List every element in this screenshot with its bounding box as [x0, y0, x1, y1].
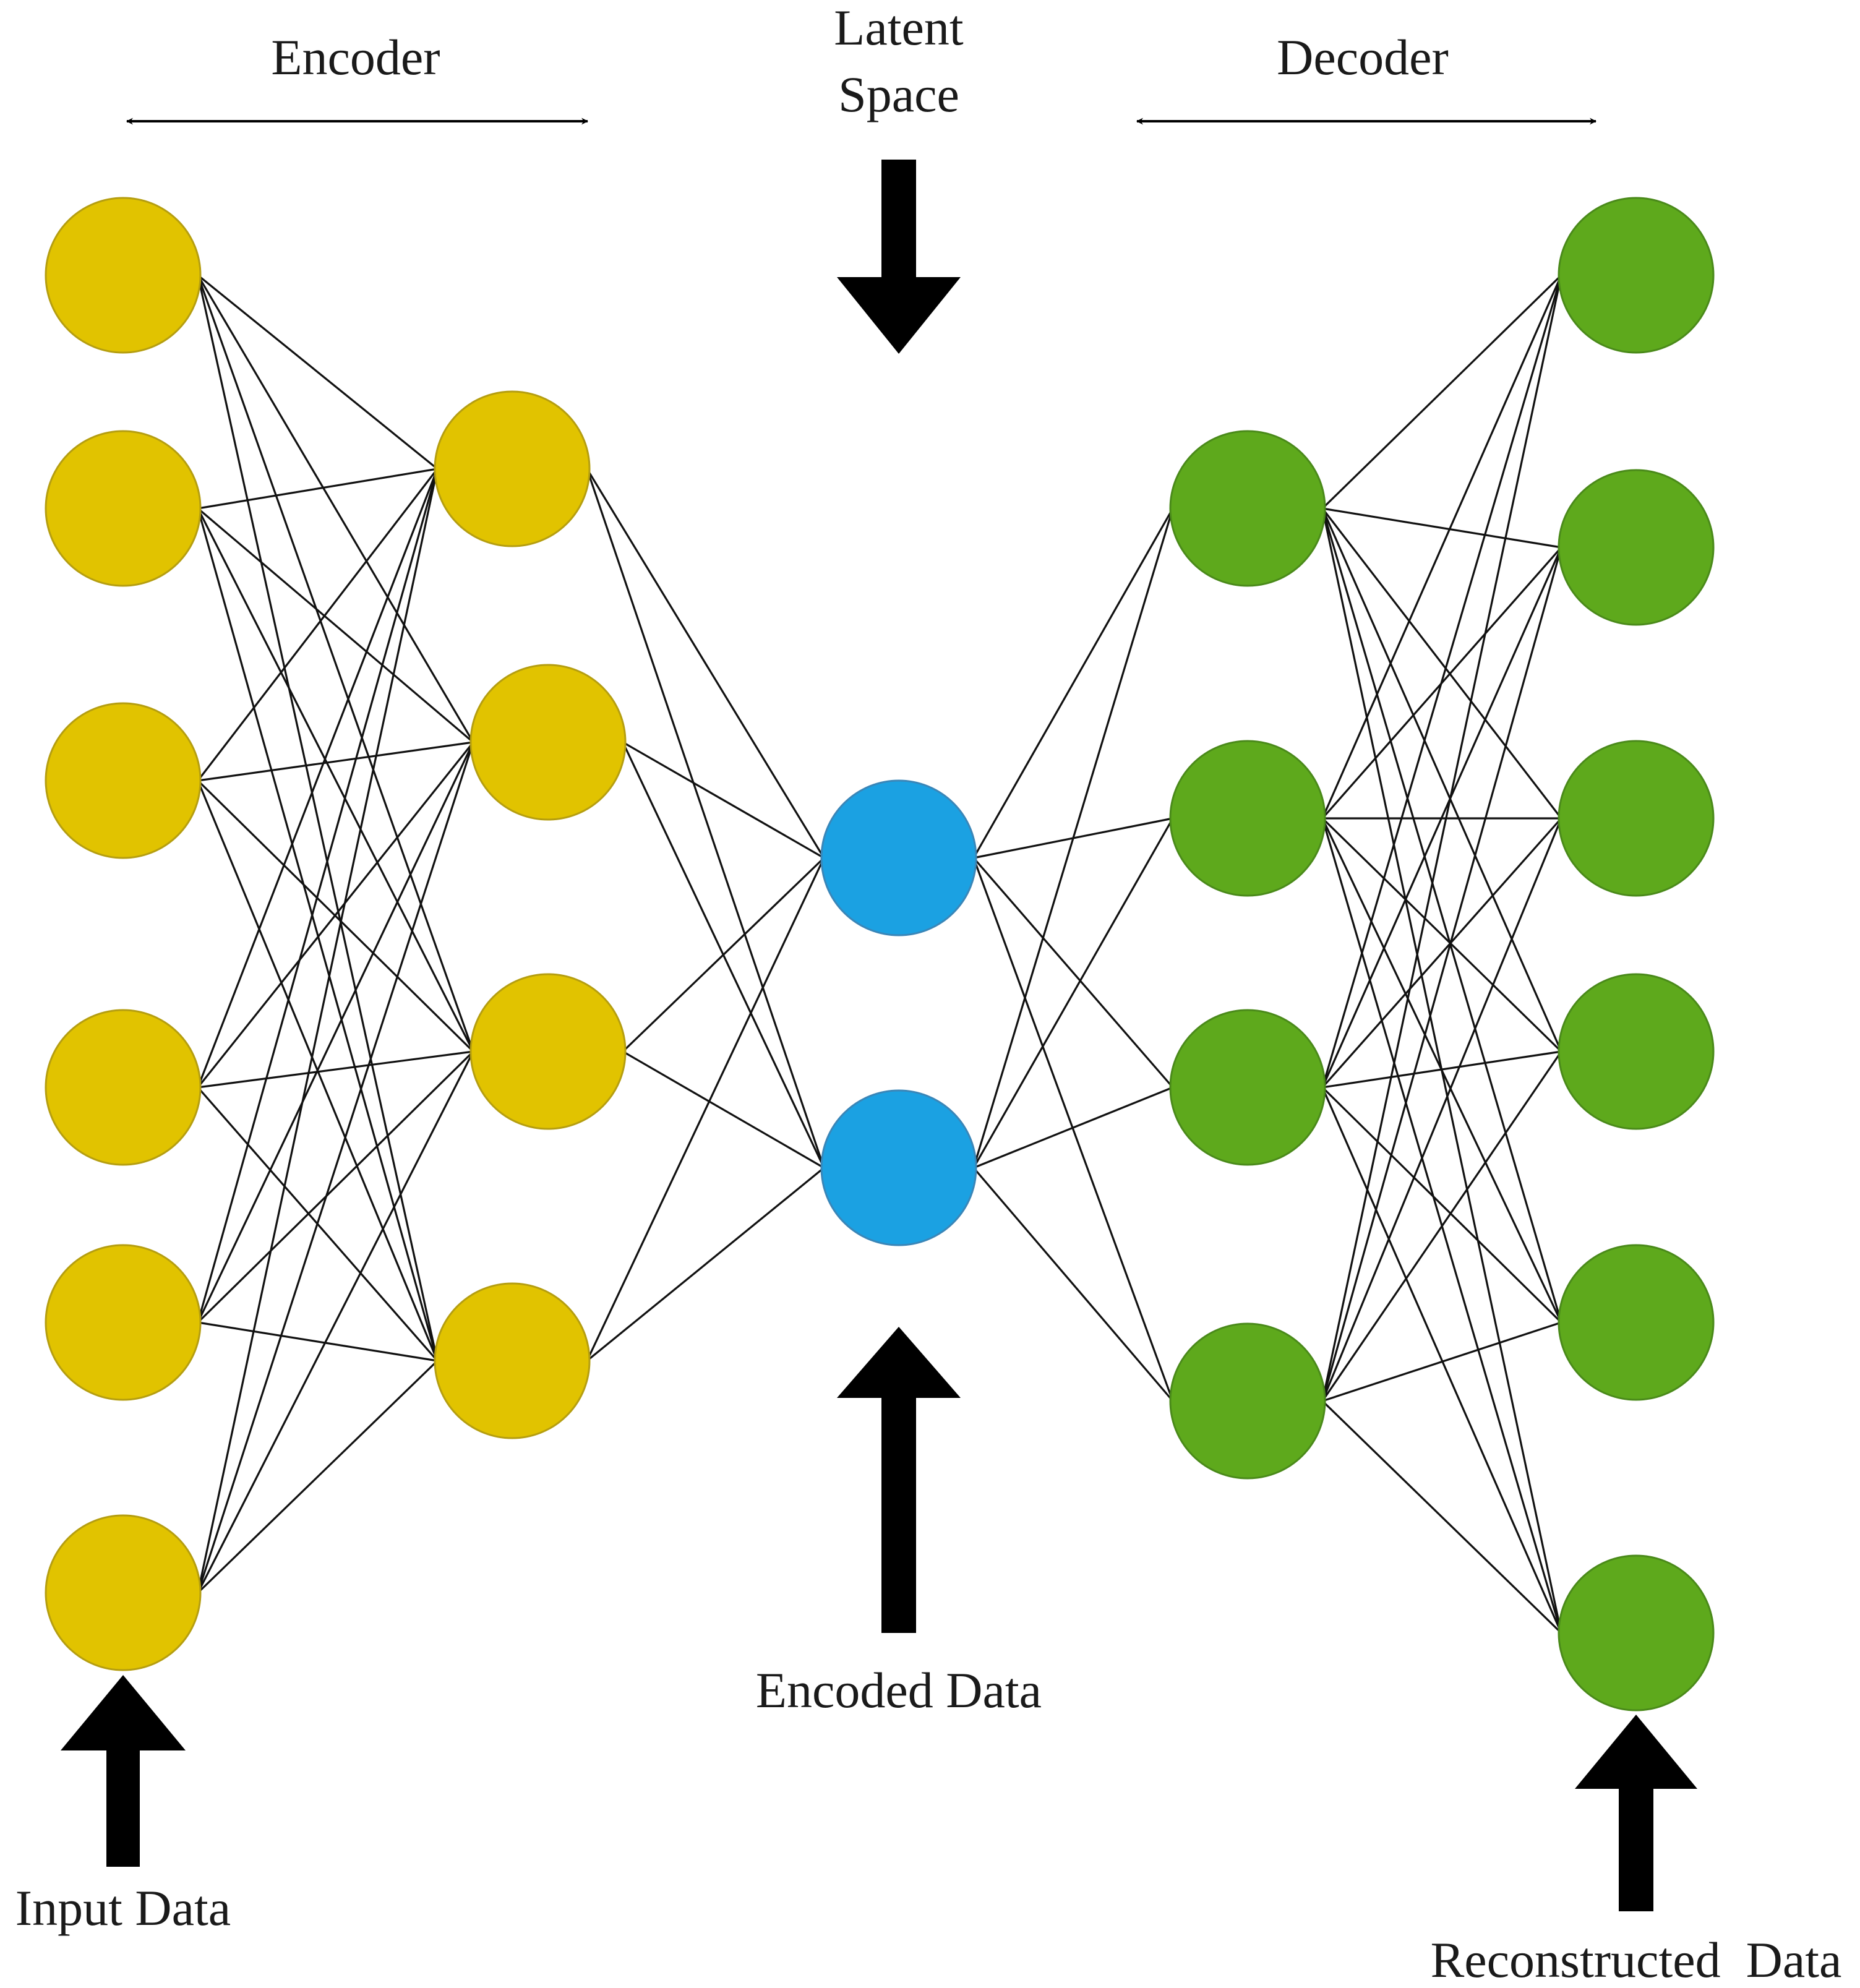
- edge-l0-n5-to-n3: [197, 1360, 439, 1594]
- edge-l3-n0-to-n4: [1321, 508, 1562, 1323]
- edge-l1-n3-to-n1: [586, 1167, 825, 1362]
- edge-l2-n1-to-n1: [972, 818, 1174, 1168]
- reconstructed-data-label: Reconstructed Data: [1431, 1932, 1842, 1988]
- edge-l3-n3-to-n0: [1321, 275, 1562, 1402]
- edge-l0-n2-to-n1: [197, 741, 474, 782]
- edge-l2-n0-to-n0: [972, 508, 1174, 859]
- neurons: [45, 197, 1715, 1712]
- output-node-4: [1558, 973, 1715, 1130]
- edge-l2-n1-to-n3: [972, 1167, 1174, 1402]
- edge-l3-n2-to-n3: [1322, 1050, 1562, 1089]
- edge-l3-n2-to-n5: [1321, 1087, 1562, 1634]
- edge-l3-n3-to-n5: [1321, 1400, 1562, 1634]
- output-node-2: [1558, 469, 1715, 626]
- output-node-6: [1558, 1554, 1715, 1712]
- output-node-1: [1558, 197, 1715, 354]
- encoded-data-up-arrow: [837, 1327, 961, 1633]
- encoder-hidden-node-2: [469, 664, 627, 821]
- input-node-4: [45, 1009, 202, 1166]
- edge-l0-n5-to-n1: [197, 742, 474, 1593]
- reconstructed-data-up-arrow: [1575, 1715, 1697, 1911]
- decoder-hidden-node-4: [1169, 1322, 1326, 1480]
- input-node-1: [45, 197, 202, 354]
- edge-l3-n0-to-n3: [1321, 508, 1562, 1052]
- input-node-2: [45, 430, 202, 587]
- edge-l2-n1-to-n2: [973, 1086, 1173, 1169]
- decoder-label: Decoder: [1277, 29, 1449, 85]
- edge-l3-n1-to-n0: [1321, 275, 1562, 819]
- edge-l0-n2-to-n0: [197, 468, 439, 781]
- edge-l2-n0-to-n2: [972, 857, 1174, 1089]
- decoder-hidden-node-1: [1169, 430, 1326, 587]
- encoded-data-label: Encoded Data: [756, 1662, 1042, 1718]
- edge-l1-n0-to-n1: [586, 468, 825, 1168]
- edge-l0-n3-to-n0: [197, 468, 439, 1088]
- edge-l3-n0-to-n1: [1322, 507, 1562, 549]
- edge-l3-n0-to-n0: [1321, 274, 1562, 510]
- edge-l3-n2-to-n2: [1321, 817, 1562, 1089]
- edge-l1-n2-to-n0: [622, 857, 825, 1053]
- decoder-hidden-node-3: [1169, 1009, 1326, 1166]
- encoder-label: Encoder: [271, 29, 440, 85]
- edge-l1-n3-to-n0: [586, 857, 825, 1361]
- edge-l0-n3-to-n2: [197, 1050, 474, 1089]
- latent-node-2: [820, 1089, 977, 1246]
- edge-l3-n2-to-n4: [1321, 1086, 1562, 1324]
- edge-l0-n1-to-n1: [197, 507, 474, 743]
- edge-l3-n3-to-n4: [1322, 1321, 1562, 1402]
- input-node-3: [45, 702, 202, 859]
- edge-l0-n5-to-n2: [197, 1051, 474, 1593]
- edge-l3-n3-to-n2: [1321, 818, 1562, 1402]
- edge-l0-n4-to-n0: [197, 468, 439, 1323]
- encoder-hidden-node-3: [469, 973, 627, 1130]
- edge-l3-n1-to-n3: [1321, 817, 1562, 1053]
- edge-l1-n2-to-n1: [622, 1050, 825, 1169]
- edge-l0-n1-to-n3: [197, 508, 439, 1361]
- encoder-hidden-node-4: [434, 1282, 591, 1439]
- input-node-5: [45, 1244, 202, 1401]
- edge-l3-n3-to-n1: [1321, 547, 1562, 1402]
- edge-l0-n4-to-n3: [197, 1321, 438, 1362]
- edge-l0-n0-to-n1: [197, 275, 474, 743]
- output-node-5: [1558, 1244, 1715, 1401]
- edge-l3-n2-to-n0: [1321, 275, 1562, 1088]
- edge-l3-n0-to-n2: [1321, 508, 1562, 819]
- edge-l0-n0-to-n3: [197, 275, 439, 1361]
- edge-l3-n3-to-n3: [1321, 1051, 1562, 1402]
- edge-l0-n0-to-n0: [197, 274, 439, 470]
- output-node-3: [1558, 740, 1715, 897]
- edge-l0-n4-to-n1: [197, 742, 474, 1323]
- edge-l0-n3-to-n1: [197, 742, 474, 1088]
- edge-l0-n4-to-n2: [197, 1050, 474, 1324]
- latent-label-line1: Latent: [834, 0, 964, 56]
- latent-label-line2: Space: [838, 66, 959, 122]
- decoder-hidden-node-2: [1169, 740, 1326, 897]
- encoder-hidden-node-1: [434, 390, 591, 547]
- input-data-label: Input Data: [15, 1880, 231, 1936]
- edge-l1-n1-to-n0: [622, 741, 825, 859]
- edge-l0-n1-to-n0: [197, 468, 438, 510]
- latent-space-down-arrow: [837, 160, 961, 354]
- edge-l2-n0-to-n3: [972, 857, 1174, 1402]
- edge-l1-n0-to-n0: [586, 468, 825, 859]
- connections: [197, 274, 1562, 1634]
- edge-l0-n1-to-n2: [197, 508, 474, 1052]
- edge-l0-n5-to-n0: [197, 468, 439, 1593]
- edge-l2-n1-to-n0: [972, 508, 1174, 1168]
- edge-l0-n0-to-n2: [197, 275, 474, 1052]
- edge-l3-n2-to-n1: [1321, 547, 1562, 1088]
- input-data-up-arrow: [61, 1675, 186, 1867]
- latent-node-1: [820, 779, 977, 936]
- input-node-6: [45, 1514, 202, 1671]
